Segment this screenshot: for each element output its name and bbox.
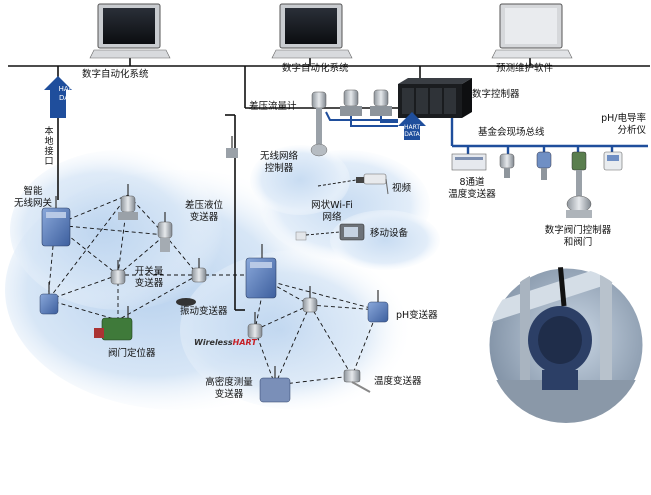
transmitter-icon [157,212,173,252]
transmitter-icon [536,151,552,180]
valve-controller-label: 数字阀门控制器 和阀门 [544,225,612,248]
wireless-cloud-left [5,150,420,410]
wireless-controller-icon [226,136,238,158]
density-transmitter-icon [259,366,291,403]
monitor-icon [89,3,171,59]
gateway-icon [245,244,277,299]
temperature-transmitter-label: 温度变送器 [374,376,422,387]
transmitter-icon [118,184,138,220]
fieldbus-label: 基金会现场总线 [478,127,545,138]
monitor-icon [271,3,353,59]
hart-data-tag-left [44,76,72,118]
dp-level-label: 差压液位 变送器 [184,200,223,223]
vibration-transmitter-label: 振动变送器 [180,306,228,317]
transmitter-icon [247,312,263,339]
mesh-wifi-label: 网状Wi-Fi 网络 [311,200,353,223]
monitor-icon [491,3,573,59]
gateway-icon [41,196,71,247]
dp-flowmeter-label: 差压流量计 [249,101,297,112]
density-transmitter-label: 高密度测量 变送器 [205,377,253,400]
valve-positioner-icon [94,306,133,341]
hart-data-tag-mid [398,112,426,140]
transmitter-icon [340,89,362,116]
ph-transmitter-label: pH变送器 [396,310,438,321]
access-point-icon [295,231,307,241]
transmitter-icon [310,91,328,157]
switch-transmitter-label: 开关量 变送器 [134,266,164,289]
valve-positioner-label: 阀门定位器 [108,348,156,359]
mobile-device-icon [339,223,365,241]
hart-tag-mid-text: HART DATA [403,124,420,138]
transmitter-icon [110,260,126,285]
smart-gateway-label: 智能 无线网关 [13,186,52,209]
ph-transmitter-icon [367,290,389,323]
wireless-controller-label: 无线网络 控制器 [259,151,298,174]
controller-rack-icon [398,78,472,118]
transmitter-icon [39,282,59,315]
transmitter-icon [302,286,318,313]
transmitter-icon [370,89,392,116]
wifi-links [305,179,357,236]
hart-wiring [325,111,398,127]
dcs-mid-label: 数字自动化系统 [282,63,349,74]
temperature-transmitter-icon [343,369,371,393]
local-interface-label: 本地接口 [44,127,54,167]
mobile-device-label: 移动设备 [370,228,409,239]
valve-icon [566,151,592,218]
wirelesshart-logo: WirelessHART [194,338,257,347]
predictive-maintenance-label: 预测维护软件 [496,63,554,74]
transmitter-icon [191,258,207,283]
ph-analyzer-icon [603,151,623,171]
transmitter-icon [499,153,515,178]
vibration-sensor-icon [176,298,196,306]
camera-icon [356,173,389,195]
ph-analyzer-label: pH/电导率 分析仪 [601,113,646,136]
video-label: 视频 [392,183,412,194]
temp-8ch-label: 8通道 温度变送器 [448,177,496,200]
dcs-left-label: 数字自动化系统 [82,69,149,80]
digital-controller-label: 数字控制器 [472,89,520,100]
photo-inset [486,265,646,425]
temperature-8ch-icon [451,153,487,171]
